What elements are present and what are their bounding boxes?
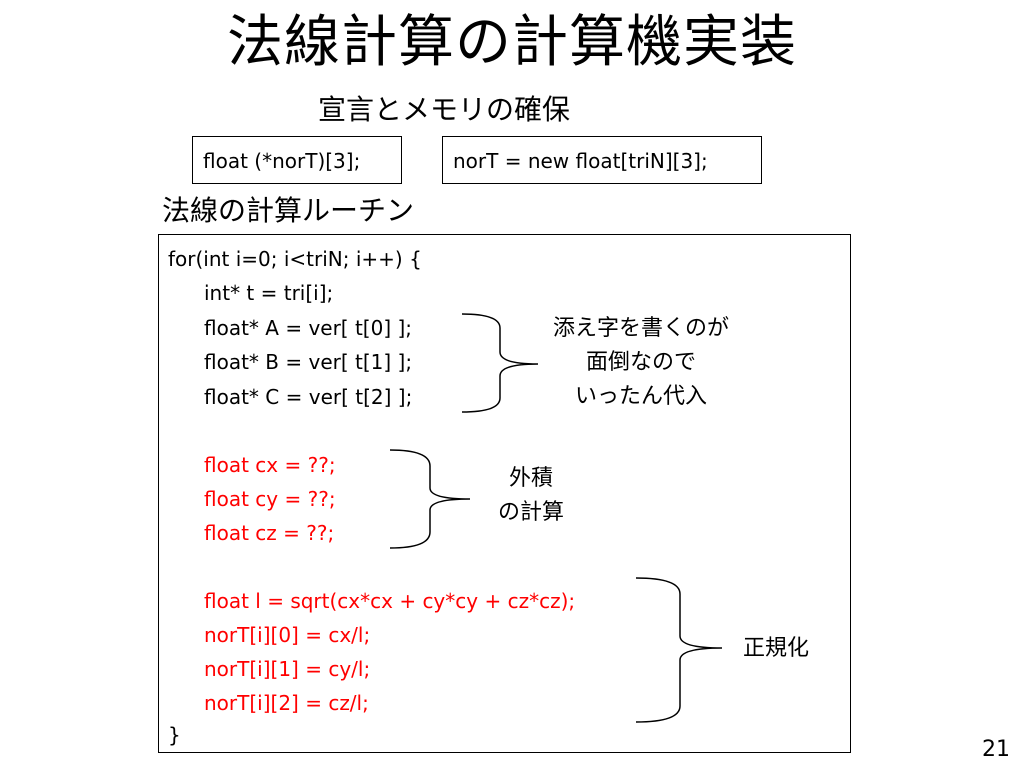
code-line-cz: float cz = ??;: [204, 521, 335, 545]
annotation-cross-product-line-1: 外積: [508, 466, 553, 491]
code-line-nor-x: norT[i][0] = cx/l;: [204, 623, 371, 647]
declaration-allocation-box: norT = new float[triN][3];: [442, 136, 762, 184]
code-line-for: for(int i=0; i<triN; i++) {: [168, 247, 422, 271]
slide-title: 法線計算の計算機実装: [227, 10, 797, 75]
annotation-substitution-line-2: 面倒なので: [585, 350, 696, 375]
declaration-pointer-box: float (*norT)[3];: [192, 136, 402, 184]
annotation-normalize-line-1: 正規化: [742, 636, 809, 661]
code-line-cy: float cy = ??;: [204, 487, 336, 511]
section-heading: 法線の計算ルーチン: [162, 194, 415, 227]
code-line-length: float l = sqrt(cx*cx + cy*cy + cz*cz);: [204, 589, 576, 613]
code-line-float-b: float* B = ver[ t[1] ];: [204, 350, 413, 374]
code-block: [158, 234, 851, 753]
annotation-cross-product: 外積 の計算: [476, 462, 586, 530]
annotation-cross-product-line-2: の計算: [497, 500, 564, 525]
annotation-substitution: 添え字を書くのが 面倒なので いったん代入: [534, 312, 748, 414]
code-line-int-t: int* t = tri[i];: [204, 281, 334, 305]
annotation-substitution-line-3: いったん代入: [574, 384, 707, 409]
code-line-float-a: float* A = ver[ t[0] ];: [204, 316, 413, 340]
annotation-normalize: 正規化: [726, 632, 826, 666]
code-line-close-brace: }: [168, 723, 181, 747]
declaration-subtitle: 宣言とメモリの確保: [318, 93, 571, 126]
code-line-nor-z: norT[i][2] = cz/l;: [204, 691, 369, 715]
code-line-cx: float cx = ??;: [204, 453, 336, 477]
code-line-float-c: float* C = ver[ t[2] ];: [204, 385, 413, 409]
code-line-nor-y: norT[i][1] = cy/l;: [204, 657, 371, 681]
page-number: 21: [982, 737, 1010, 762]
annotation-substitution-line-1: 添え字を書くのが: [552, 316, 729, 341]
